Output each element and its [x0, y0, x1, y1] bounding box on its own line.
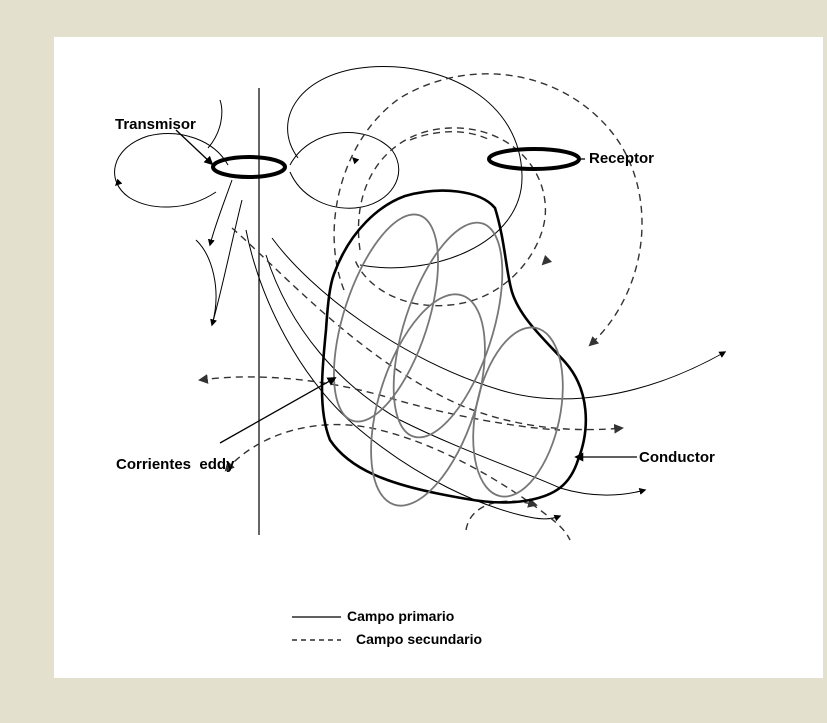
- diagram-panel: [54, 37, 823, 678]
- legend-secondary-label: Campo secundario: [356, 631, 483, 647]
- label-transmisor: Transmisor: [115, 116, 196, 133]
- secondary-field-lines: [198, 73, 643, 541]
- transmitter-coil: [211, 155, 287, 179]
- eddy-current-loops: [333, 213, 564, 507]
- receiver-coil: [487, 147, 581, 171]
- label-corrientes-eddy: Corrientes eddy: [116, 456, 235, 473]
- primary-field-lines: [114, 66, 727, 522]
- legend-primary-label: Campo primario: [347, 608, 455, 624]
- label-receptor: Receptor: [589, 150, 655, 167]
- conductor-outline: [320, 189, 588, 504]
- label-leaders: [175, 129, 637, 462]
- label-conductor: Conductor: [639, 449, 715, 466]
